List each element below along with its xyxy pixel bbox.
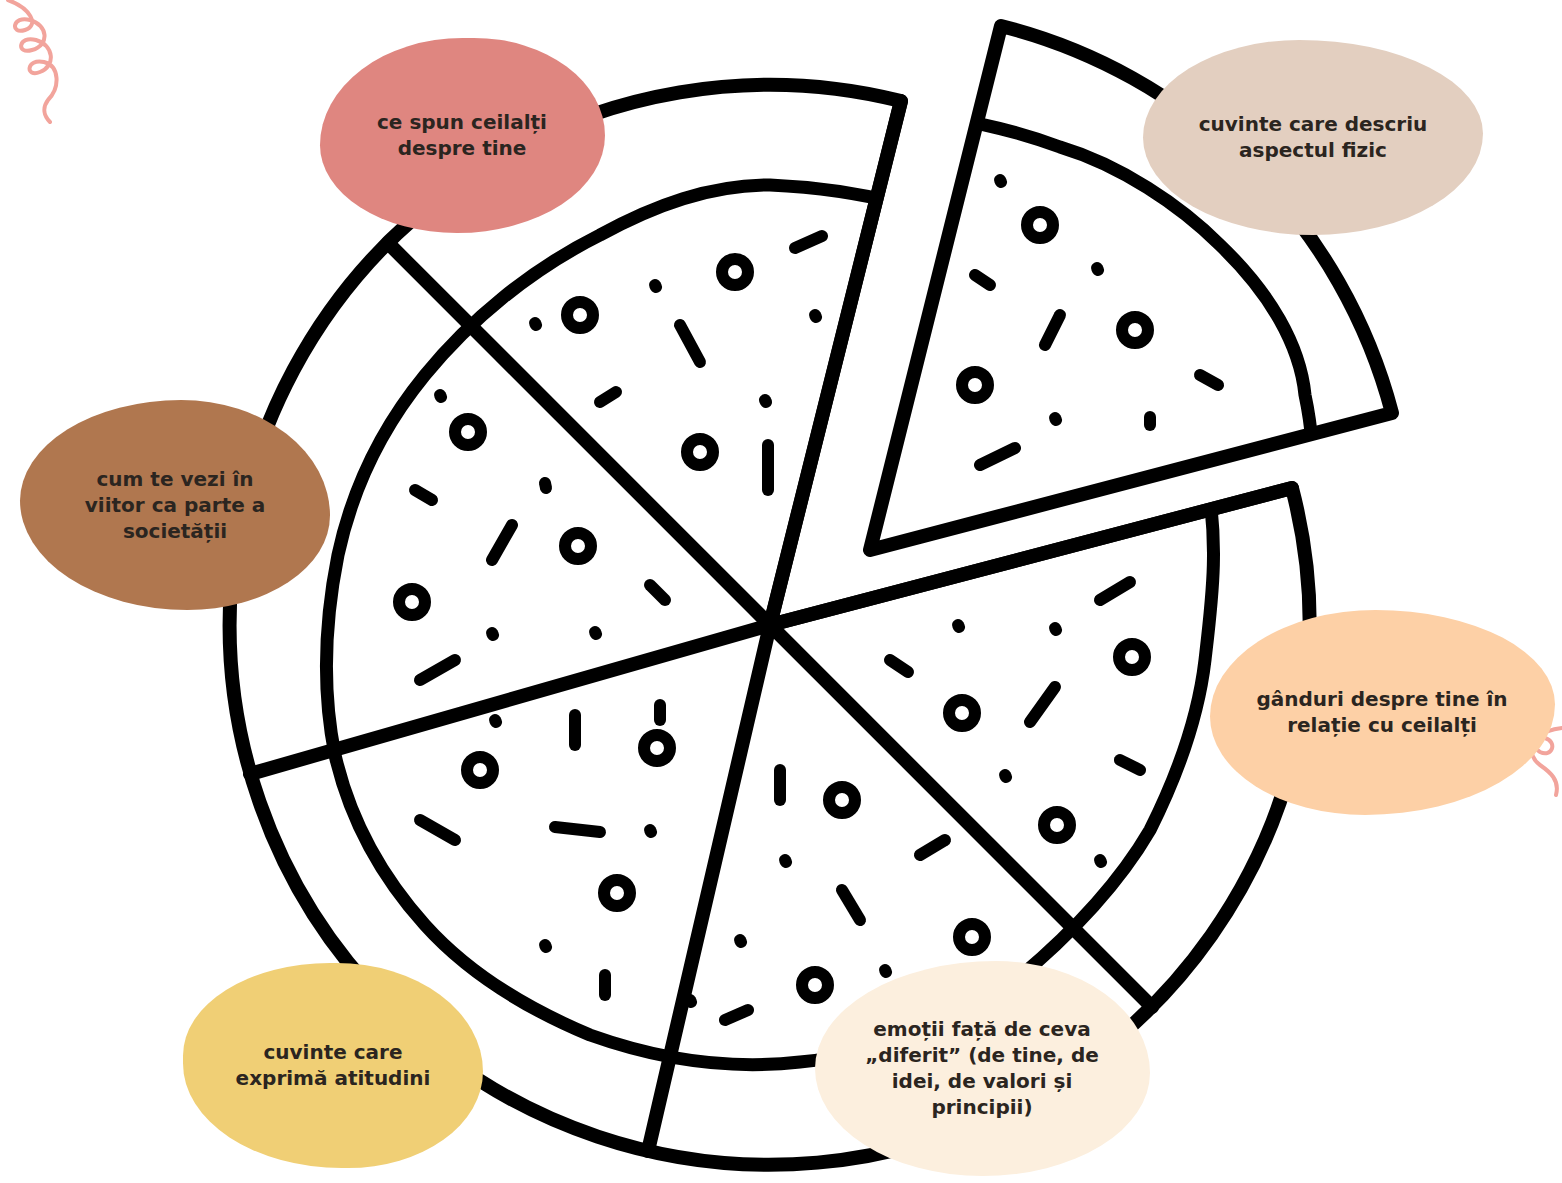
blob-label: cum te vezi în viitor ca parte a societă… [73,466,278,544]
blob-label: cuvinte care exprimă atitudini [218,1039,448,1091]
blob-label: emoții față de ceva „diferit” (de tine, … [850,1016,1115,1120]
color-blob: cum te vezi în viitor ca parte a societă… [20,400,330,610]
blob-label: cuvinte care descriu aspectul fizic [1178,111,1448,163]
color-blob: ce spun ceilalți despre tine [320,38,605,233]
blob-label: gânduri despre tine în relație cu ceilal… [1245,686,1520,738]
color-blob: cuvinte care exprimă atitudini [183,963,483,1168]
blob-label: ce spun ceilalți despre tine [355,109,570,161]
color-blob: cuvinte care descriu aspectul fizic [1143,40,1483,235]
color-blob: emoții față de ceva „diferit” (de tine, … [815,961,1150,1176]
color-blob: gânduri despre tine în relație cu ceilal… [1210,610,1555,815]
